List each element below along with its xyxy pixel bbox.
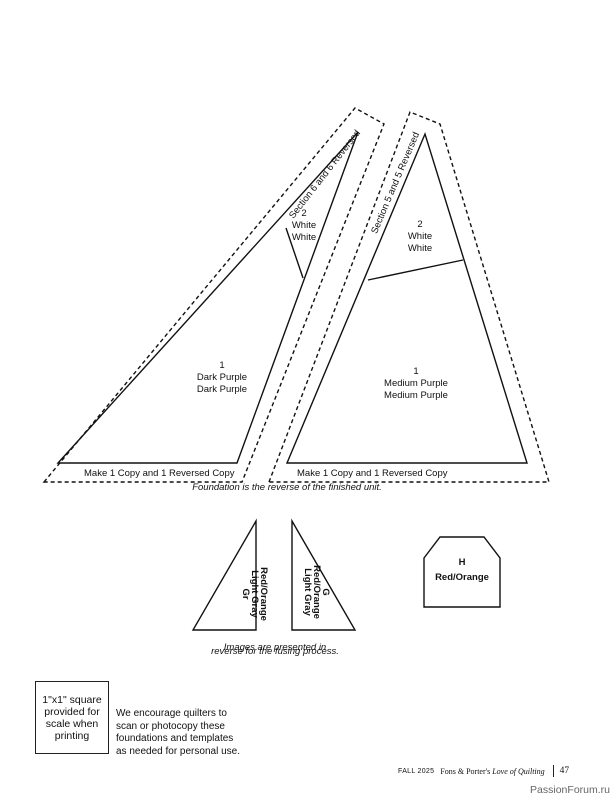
right-foundation-seam xyxy=(367,259,464,281)
template-h: H Red/Orange xyxy=(423,536,501,608)
right-piece1-fabric2: Medium Purple xyxy=(384,390,448,401)
template-h-letter: H xyxy=(459,557,466,568)
left-foundation-solid-outline xyxy=(56,131,359,464)
left-piece2-fabric1: White xyxy=(292,220,316,231)
left-foundation-seam xyxy=(285,227,304,279)
template-g-fabric2: Light Gray xyxy=(302,568,313,616)
scale-square-text: 1"x1" square provided for scale when pri… xyxy=(42,693,102,742)
right-piece2-fabric2: White xyxy=(408,243,432,254)
right-section-title: Section 5 and 5 Reversed xyxy=(369,131,422,236)
template-gr-fabric1: Light Gray xyxy=(249,570,260,618)
left-foundation-dashed-outline xyxy=(42,107,385,483)
right-piece2-fabric1: White xyxy=(408,231,432,242)
left-piece1-fabric2: Dark Purple xyxy=(197,384,247,395)
left-make-copy: Make 1 Copy and 1 Reversed Copy xyxy=(84,468,235,479)
template-gr-fabric2: Red/Orange xyxy=(258,567,269,621)
template-h-outline xyxy=(423,536,501,608)
page-footer: FALL 2025 Fons & Porter's Love of Quilti… xyxy=(398,764,588,778)
footer-divider xyxy=(552,765,554,777)
encourage-text: We encourage quilters to scan or photoco… xyxy=(116,708,240,757)
right-piece1-fabric1: Medium Purple xyxy=(384,378,448,389)
watermark: PassionForum.ru xyxy=(530,784,610,796)
templates-note-line1: Images are presented in xyxy=(224,642,326,653)
template-gr-letter: Gr xyxy=(240,588,251,599)
template-gr-outline xyxy=(191,518,257,631)
left-piece1-number: 1 xyxy=(219,360,224,371)
left-section-title: Section 6 and 6 Reversed xyxy=(287,128,363,221)
left-piece2-number: 2 xyxy=(301,208,306,219)
left-foundation: Section 6 and 6 Reversed 2 White White 1… xyxy=(42,107,385,483)
right-piece1-number: 1 xyxy=(413,366,418,377)
right-make-copy: Make 1 Copy and 1 Reversed Copy xyxy=(297,468,448,479)
template-g: G Red/Orange Light Gray xyxy=(291,518,357,631)
footer-season: FALL 2025 xyxy=(398,767,435,775)
template-gr: Gr Light Gray Red/Orange xyxy=(191,518,269,631)
footer-publication-title: Love of Quilting xyxy=(492,766,545,776)
right-foundation: Section 5 and 5 Reversed 2 White White 1… xyxy=(267,111,550,483)
template-g-outline xyxy=(291,518,357,631)
template-g-fabric1: Red/Orange xyxy=(311,565,322,619)
footer-publication-prefix: Fons & Porter's xyxy=(440,766,491,776)
scale-square: 1"x1" square provided for scale when pri… xyxy=(35,681,109,754)
right-foundation-dashed-outline xyxy=(267,111,550,483)
right-piece2-number: 2 xyxy=(417,219,422,230)
templates-note-line2: reverse for the fusing process. xyxy=(211,646,339,657)
template-h-fabric: Red/Orange xyxy=(435,572,489,583)
left-piece1-fabric1: Dark Purple xyxy=(197,372,247,383)
right-foundation-solid-outline xyxy=(285,131,528,464)
left-piece2-fabric2: White xyxy=(292,232,316,243)
foundation-note: Foundation is the reverse of the finishe… xyxy=(192,482,382,493)
footer-page-number: 47 xyxy=(559,766,570,776)
footer-publication: Fons & Porter's Love of Quilting xyxy=(440,767,544,776)
template-g-letter: G xyxy=(320,588,331,595)
